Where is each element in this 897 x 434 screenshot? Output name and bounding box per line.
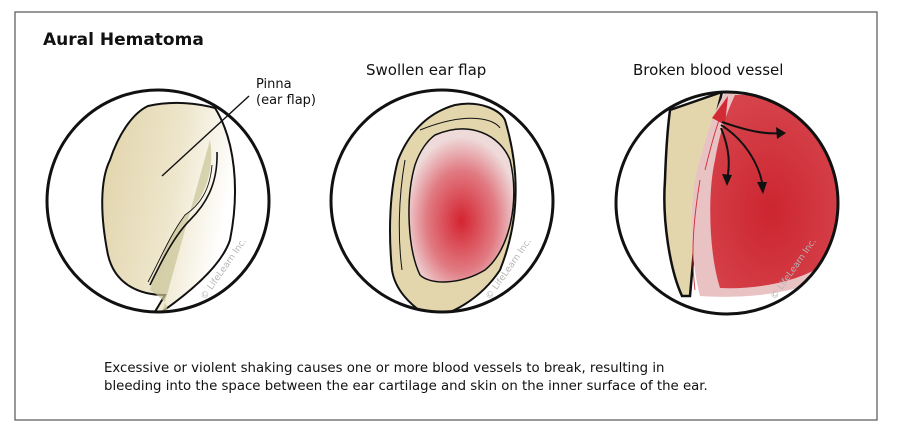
diagram-title: Aural Hematoma: [43, 30, 204, 50]
frame-border: [14, 11, 878, 421]
caption-line-2: bleeding into the space between the ear …: [104, 379, 708, 394]
pinna-label: Pinna: [256, 77, 292, 92]
caption-line-1: Excessive or violent shaking causes one …: [104, 361, 664, 376]
panel-3-title: Broken blood vessel: [633, 61, 783, 79]
pinna-label-sub: (ear flap): [256, 93, 316, 108]
panel-swollen-ear: © LifeLearn Inc.: [329, 88, 555, 314]
panel-2-title: Swollen ear flap: [366, 61, 486, 79]
panel-broken-vessel: © LifeLearn Inc.: [614, 90, 840, 316]
panel-normal-ear: Pinna (ear flap) © LifeLearn Inc.: [45, 77, 316, 314]
pinna-pointer-line: [161, 95, 250, 177]
